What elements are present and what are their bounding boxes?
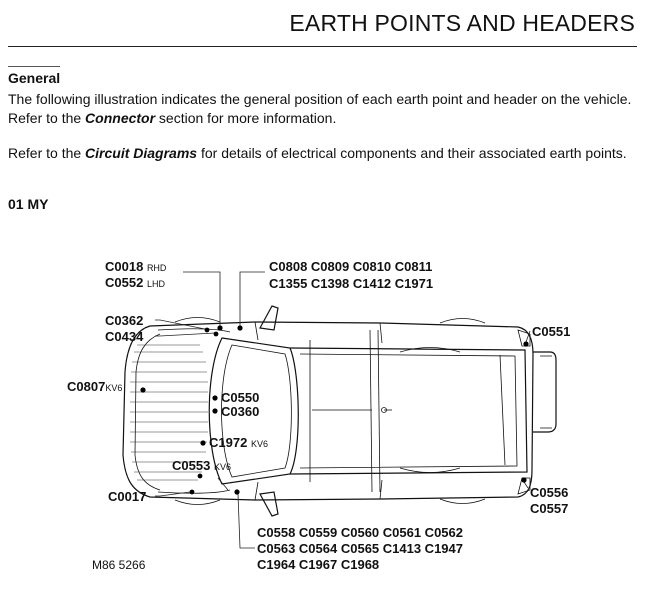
- earth-point-c0018: [217, 325, 223, 331]
- label-top-row-2: C1355 C1398 C1412 C1971: [269, 276, 433, 291]
- label-c0551: C0551: [532, 324, 570, 339]
- label-c0362: C0362: [105, 313, 143, 328]
- label-c0553: C0553 KV6: [172, 458, 231, 473]
- earth-point-c0362: [204, 327, 210, 333]
- earth-point-top-cluster: [237, 325, 243, 331]
- paragraph-text: Refer to the: [8, 145, 86, 161]
- earth-point-c0556: [521, 477, 527, 483]
- model-year-label: 01 MY: [8, 196, 49, 212]
- label-c1972: C1972 KV6: [209, 435, 268, 450]
- label-c0550: C0550: [221, 390, 259, 405]
- earth-point-c0360: [212, 408, 218, 414]
- page-title: EARTH POINTS AND HEADERS: [289, 10, 635, 36]
- label-top-row-1: C0808 C0809 C0810 C0811: [269, 259, 432, 274]
- earth-point-c0807: [140, 387, 146, 393]
- label-c0557: C0557: [530, 501, 568, 516]
- title-rule: [8, 46, 637, 47]
- earth-point-c0550: [212, 395, 218, 401]
- leader-lines: [155, 271, 531, 549]
- general-paragraph-1: The following illustration indicates the…: [8, 90, 636, 128]
- label-kv6: KV6: [105, 383, 122, 393]
- earth-point-bottom-cluster: [234, 489, 240, 495]
- earth-point-c1972: [200, 440, 206, 446]
- label-c0807: C0807KV6: [67, 379, 122, 394]
- paragraph-text: The following illustration indicates the…: [8, 91, 632, 126]
- vehicle-outline: [122, 305, 557, 517]
- label-bottom-row-3: C1964 C1967 C1968: [257, 557, 379, 572]
- circuit-diagrams-link[interactable]: Circuit Diagrams: [85, 145, 198, 161]
- label-c0018: C0018 RHD: [105, 259, 167, 274]
- heading-underline: [8, 66, 60, 67]
- general-paragraph-2: Refer to the Circuit Diagrams for detail…: [8, 144, 636, 163]
- figure-reference: M86 5266: [92, 558, 146, 572]
- label-bottom-row-1: C0558 C0559 C0560 C0561 C0562: [257, 525, 463, 540]
- label-kv6: KV6: [214, 462, 231, 472]
- paragraph-text: section for more information.: [155, 110, 337, 126]
- label-c0552: C0552 LHD: [105, 275, 165, 290]
- label-bottom-row-2: C0563 C0564 C0565 C1413 C1947: [257, 541, 463, 556]
- label-kv6: KV6: [251, 439, 268, 449]
- earth-point-c0553: [197, 473, 203, 479]
- label-lhd: LHD: [147, 279, 166, 289]
- label-rhd: RHD: [147, 263, 167, 273]
- label-c0434: C0434: [105, 329, 144, 344]
- earth-point-markers: [140, 325, 529, 495]
- earth-point-c0434: [213, 331, 219, 337]
- paragraph-text: for details of electrical components and…: [197, 145, 627, 161]
- label-c0017: C0017: [108, 489, 146, 504]
- earth-point-c0017: [189, 489, 195, 495]
- label-c0556: C0556: [530, 485, 568, 500]
- section-heading-general: General: [8, 70, 61, 86]
- connector-section-link[interactable]: Connector: [85, 110, 156, 126]
- earth-point-c0551: [523, 341, 529, 347]
- connector-labels: C0018 RHD C0552 LHD C0808 C0809 C0810 C0…: [67, 259, 570, 572]
- label-c0360: C0360: [221, 404, 259, 419]
